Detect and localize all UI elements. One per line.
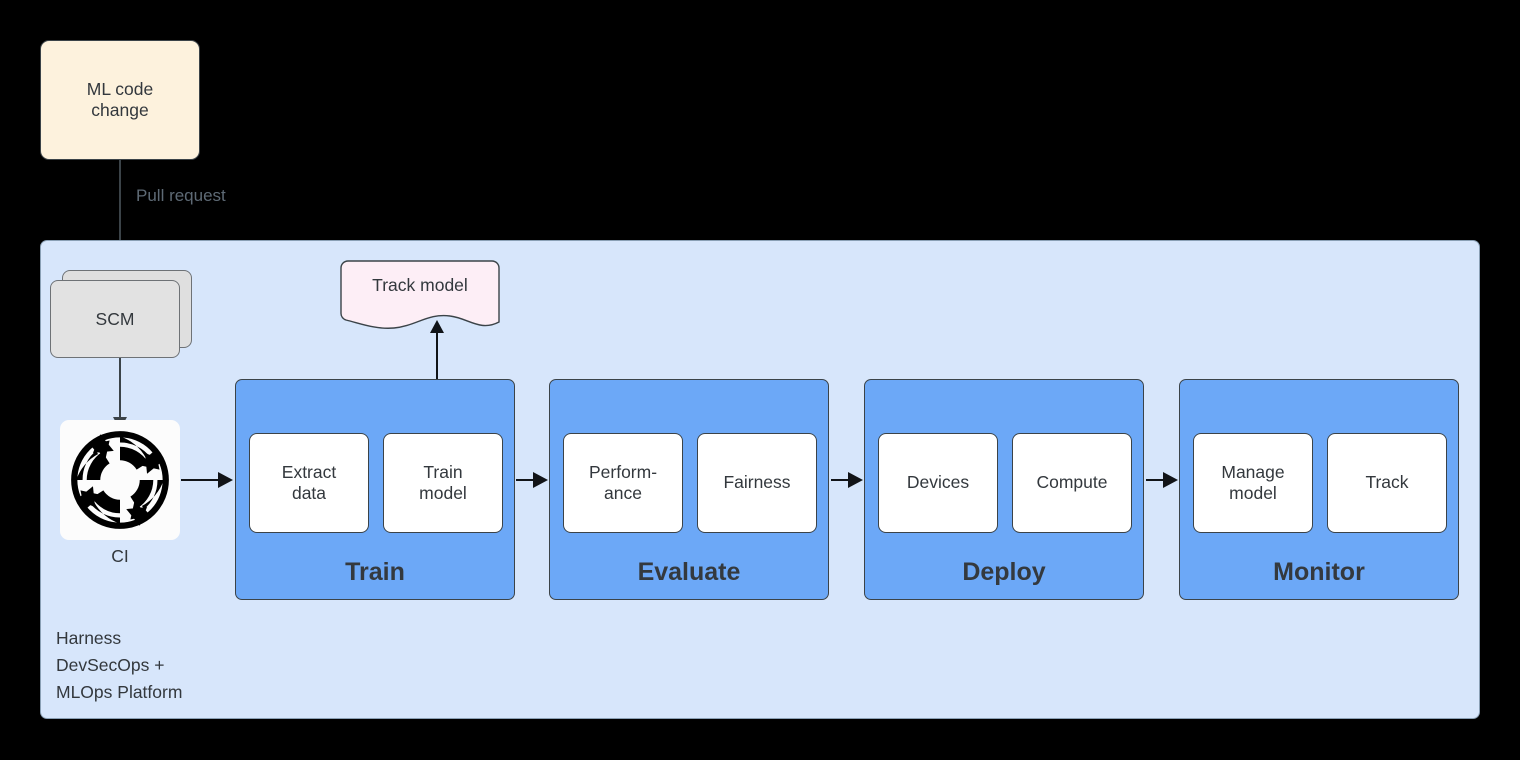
ml-code-change-node[interactable]: ML code change [40, 40, 200, 160]
ci-label: CI [111, 546, 129, 566]
ci-to-train-arrowhead-icon [218, 472, 233, 488]
stage-evaluate[interactable]: Perform- ance Fairness Evaluate [549, 379, 829, 600]
stage-deploy-title: Deploy [962, 558, 1046, 586]
stage-deploy[interactable]: Devices Compute Deploy [864, 379, 1144, 600]
stage-train-title: Train [345, 558, 405, 586]
substep-compute[interactable]: Compute [1012, 433, 1132, 533]
scm-to-ci-edge-line [119, 358, 121, 420]
deploy-to-monitor-edge-line [1146, 479, 1170, 481]
pull-request-edge-label: Pull request [136, 186, 226, 205]
scm-node[interactable]: SCM [50, 270, 192, 358]
ci-node[interactable] [60, 420, 180, 540]
document-shape-icon [340, 260, 500, 329]
train-to-track-model-arrowhead-icon [429, 320, 444, 333]
substep-manage-model[interactable]: Manage model [1193, 433, 1313, 533]
evaluate-to-deploy-arrowhead-icon [848, 472, 863, 488]
stage-train[interactable]: Extract data Train model Train [235, 379, 515, 600]
stage-evaluate-title: Evaluate [637, 558, 741, 586]
ci-to-train-edge-line [181, 479, 221, 481]
track-model-label: Track model [372, 275, 468, 295]
continuous-integration-loop-icon [71, 431, 169, 529]
pull-request-edge-line [119, 160, 121, 256]
scm-label: SCM [95, 308, 135, 329]
ml-code-change-label: ML code change [86, 78, 154, 120]
substep-train-model[interactable]: Train model [383, 433, 503, 533]
track-model-node[interactable] [340, 260, 500, 332]
substep-track[interactable]: Track [1327, 433, 1447, 533]
train-to-evaluate-edge-line [516, 479, 540, 481]
substep-performance[interactable]: Perform- ance [563, 433, 683, 533]
deploy-to-monitor-arrowhead-icon [1163, 472, 1178, 488]
stage-monitor[interactable]: Manage model Track Monitor [1179, 379, 1459, 600]
scm-stack-front-sheet: SCM [50, 280, 180, 358]
train-to-track-model-edge-line [436, 332, 438, 380]
stage-monitor-title: Monitor [1273, 558, 1365, 586]
substep-extract-data[interactable]: Extract data [249, 433, 369, 533]
train-to-evaluate-arrowhead-icon [533, 472, 548, 488]
platform-label: Harness DevSecOps + MLOps Platform [56, 628, 183, 703]
evaluate-to-deploy-edge-line [831, 479, 855, 481]
substep-devices[interactable]: Devices [878, 433, 998, 533]
substep-fairness[interactable]: Fairness [697, 433, 817, 533]
